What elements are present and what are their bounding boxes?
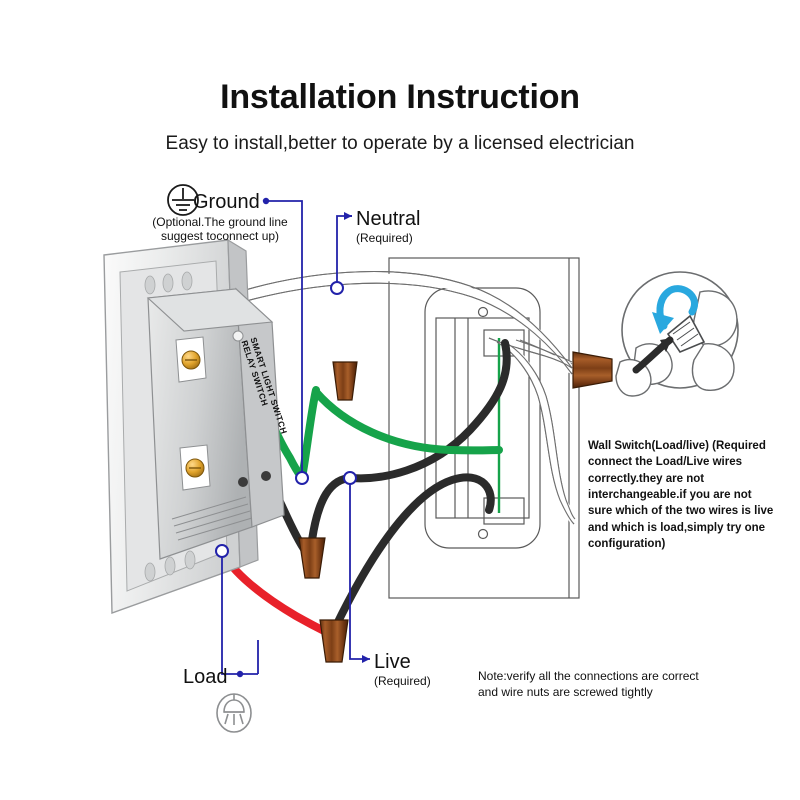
wire-nut-twist-icon [615, 271, 739, 397]
wall-switch-note: Wall Switch(Load/live) (Required connect… [588, 440, 774, 550]
ground-label: Ground [193, 191, 260, 213]
smart-switch-device [103, 238, 285, 614]
page-title: Installation Instruction [220, 78, 580, 116]
neutral-wires-fill [203, 273, 578, 525]
wire-nut [319, 619, 349, 663]
wire-nut [298, 537, 326, 579]
load-label: Load [183, 666, 228, 688]
live-sublabel: (Required) [374, 674, 431, 688]
live-label: Live [374, 651, 411, 673]
page-subtitle: Easy to install,better to operate by a l… [165, 133, 635, 154]
wire-nut [332, 361, 358, 401]
ground-note: (Optional.The ground line suggest toconn… [152, 215, 288, 243]
lamp-icon [216, 693, 252, 733]
wall-switch-lineart [388, 257, 580, 599]
bottom-note: Note:verify all the connections are corr… [478, 669, 699, 700]
neutral-label: Neutral [356, 208, 421, 230]
ground-icon [167, 184, 199, 216]
leader-lines [215, 197, 370, 678]
wire-nut [572, 351, 613, 389]
neutral-sublabel: (Required) [356, 231, 413, 245]
